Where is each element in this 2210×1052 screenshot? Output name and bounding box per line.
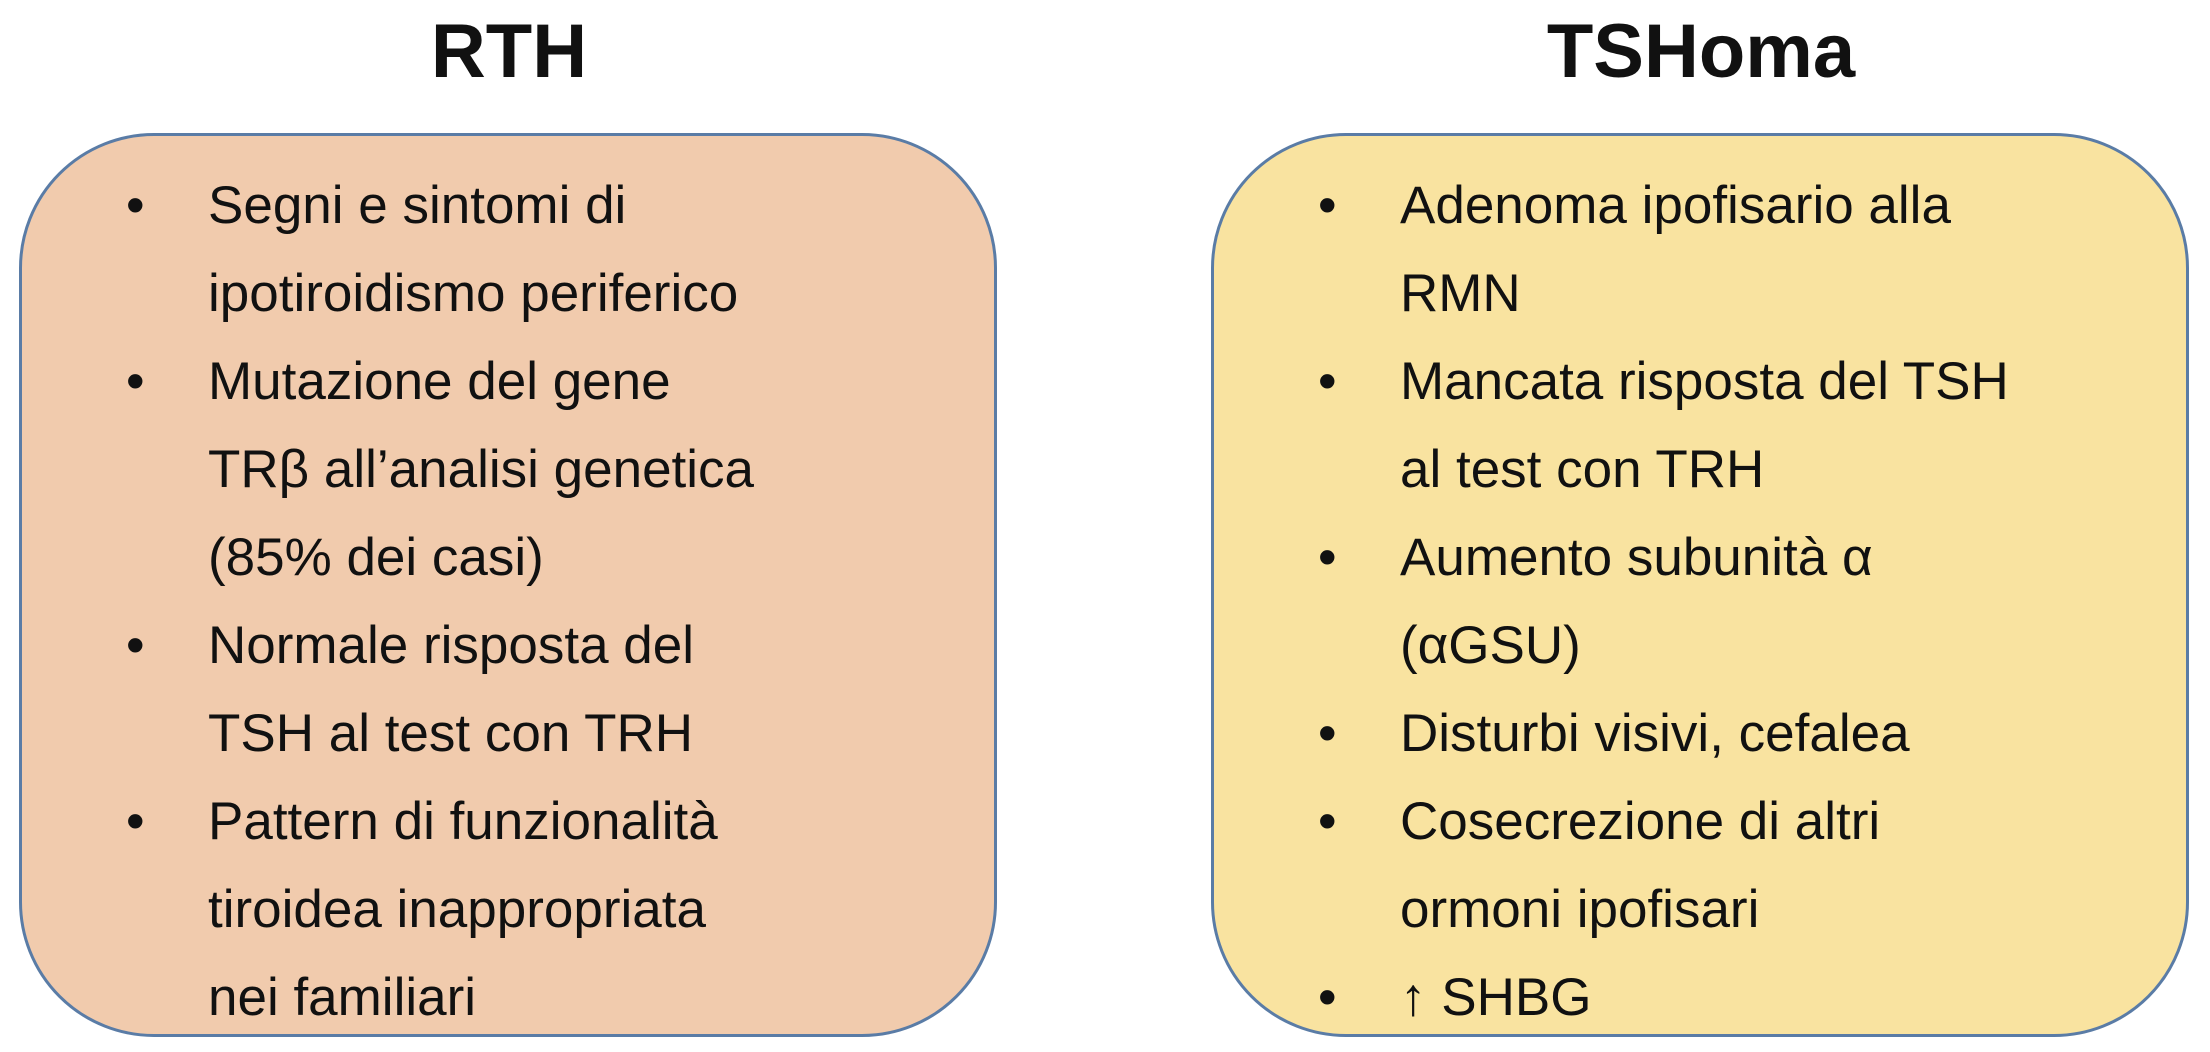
item-text-line: Mancata risposta del TSH <box>1400 352 2009 411</box>
rth-title: RTH <box>430 9 588 94</box>
bullet-icon: • <box>1318 704 1337 763</box>
item-text-line: Normale risposta del <box>208 616 695 675</box>
list-item: • Pattern di funzionalità tiroidea inappro… <box>22 778 994 1042</box>
item-text-line: Pattern di funzionalità <box>208 792 718 851</box>
bullet-icon: • <box>1318 528 1337 587</box>
item-text-line: TRβ all’analisi genetica <box>208 440 755 499</box>
list-item: • ↑ SHBG <box>1214 954 2186 1042</box>
item-text-line: Adenoma ipofisario alla <box>1400 176 1951 235</box>
list-item: • Disturbi visivi, cefalea <box>1214 690 2186 778</box>
bullet-icon: • <box>126 616 145 675</box>
item-text-line: ↑ SHBG <box>1400 968 1592 1027</box>
bullet-icon: • <box>1318 968 1337 1027</box>
list-item: • Aumento subunità α (αGSU) <box>1214 514 2186 690</box>
item-text-line: Aumento subunità α <box>1400 528 1873 587</box>
item-text-line: Mutazione del gene <box>208 352 671 411</box>
item-text-line: nei familiari <box>208 968 477 1027</box>
item-text-line: al test con TRH <box>1400 440 1765 499</box>
item-text-line: (85% dei casi) <box>208 528 544 587</box>
list-item: • Segni e sintomi di ipotiroidismo perifer… <box>22 162 994 338</box>
rth-box: • Segni e sintomi di ipotiroidismo perifer… <box>19 133 997 1037</box>
bullet-icon: • <box>1318 352 1337 411</box>
item-text-line: ormoni ipofisari <box>1400 880 1760 939</box>
bullet-icon: • <box>126 792 145 851</box>
item-text-line: Cosecrezione di altri <box>1400 792 1881 851</box>
list-item: • Mancata risposta del TSH al test con TRH <box>1214 338 2186 514</box>
bullet-icon: • <box>126 352 145 411</box>
bullet-icon: • <box>1318 792 1337 851</box>
bullet-icon: • <box>126 176 145 235</box>
item-text-line: (αGSU) <box>1400 616 1581 675</box>
item-text-line: Disturbi visivi, cefalea <box>1400 704 1910 763</box>
item-text-line: tiroidea inappropriata <box>208 880 706 939</box>
rth-list: • Segni e sintomi di ipotiroidismo perifer… <box>22 162 994 1042</box>
item-text-line: Segni e sintomi di <box>208 176 627 235</box>
tshoma-title: TSHoma <box>1546 9 1856 94</box>
item-text-line: ipotiroidismo periferico <box>208 264 739 323</box>
item-text-line: RMN <box>1400 264 1521 323</box>
item-text-line: TSH al test con TRH <box>208 704 693 763</box>
bullet-icon: • <box>1318 176 1337 235</box>
list-item: • Cosecrezione di altri ormoni ipofisari <box>1214 778 2186 954</box>
